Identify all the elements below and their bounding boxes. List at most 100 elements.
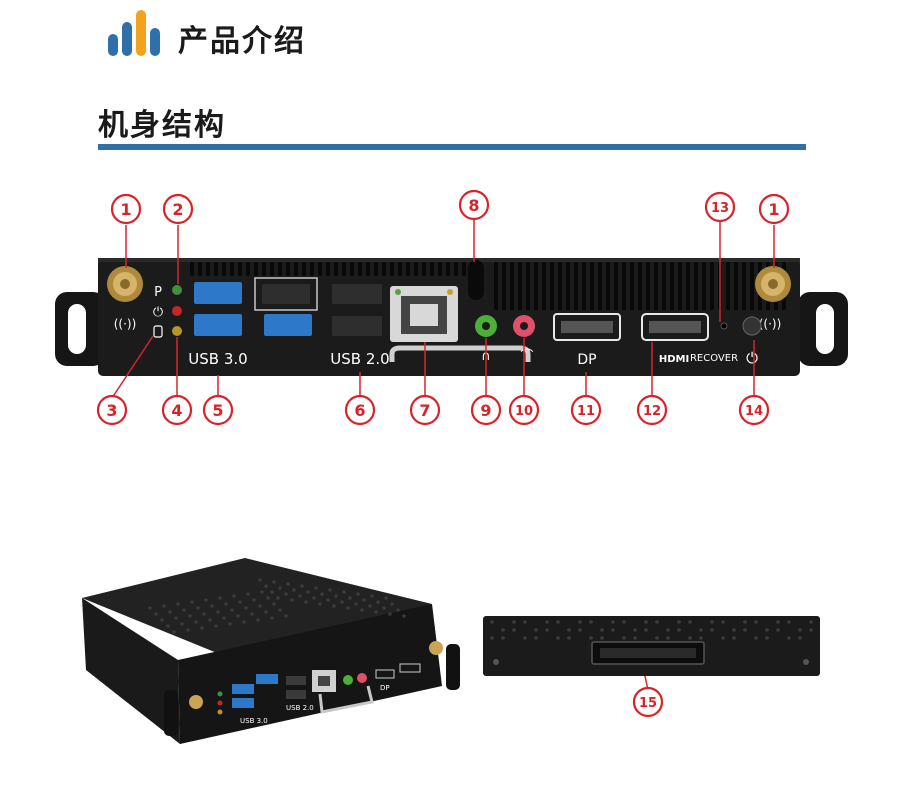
antenna-right: [755, 266, 791, 302]
vent-hole: [370, 594, 374, 598]
vent-hole: [264, 584, 268, 588]
vent-hole: [246, 592, 250, 596]
front-panel: ((·)) ((·)) P ⏻ USB 3.0 USB 2.0 ∩ ⌒: [55, 258, 848, 376]
vent-hole: [567, 628, 571, 632]
vent-slot: [678, 262, 682, 310]
vent-slot: [294, 262, 298, 276]
logo-bar: [122, 22, 132, 56]
vent-slot: [558, 262, 562, 310]
vent-slot: [350, 262, 354, 276]
callout-7: 7: [419, 401, 430, 420]
vent-slot: [574, 262, 578, 310]
vent-hole: [644, 628, 648, 632]
vent-hole: [326, 598, 330, 602]
vent-hole: [388, 612, 392, 616]
vent-hole: [545, 628, 549, 632]
vent-hole: [611, 628, 615, 632]
vent-slot: [302, 262, 306, 276]
vent-hole: [224, 602, 228, 606]
vent-hole: [340, 600, 344, 604]
vent-hole: [334, 594, 338, 598]
vent-hole: [256, 618, 260, 622]
vent-hole: [589, 636, 593, 640]
vent-hole: [354, 602, 358, 606]
callout-12: 12: [643, 404, 661, 419]
vent-hole: [556, 636, 560, 640]
vent-slot: [726, 262, 730, 310]
vent-hole: [710, 628, 714, 632]
vent-hole: [710, 620, 714, 624]
vent-hole: [314, 586, 318, 590]
vent-hole: [272, 580, 276, 584]
vent-hole: [196, 606, 200, 610]
vent-hole: [677, 620, 681, 624]
vent-hole: [236, 614, 240, 618]
vent-hole: [290, 598, 294, 602]
vent-hole: [754, 620, 758, 624]
vent-hole: [266, 596, 270, 600]
vent-hole: [578, 620, 582, 624]
callout-4: 4: [171, 401, 182, 420]
vent-hole: [699, 628, 703, 632]
chassis-front: [178, 604, 442, 744]
callout-14: 14: [745, 404, 763, 419]
vent-hole: [252, 598, 256, 602]
vent-hole: [160, 618, 164, 622]
vent-slot: [406, 262, 410, 276]
callout-5: 5: [212, 401, 223, 420]
section-divider: [98, 144, 806, 150]
vent-hole: [232, 594, 236, 598]
dp-label: DP: [577, 352, 596, 368]
vent-hole: [666, 636, 670, 640]
vent-slot: [750, 262, 754, 310]
usb3-port-top: [194, 282, 242, 304]
vent-hole: [218, 596, 222, 600]
vent-slot: [254, 262, 258, 276]
vent-hole: [176, 602, 180, 606]
vent-hole: [721, 636, 725, 640]
page-title: 产品介绍: [178, 24, 306, 59]
vent-hole: [677, 628, 681, 632]
vent-slot: [222, 262, 226, 276]
vent-hole: [567, 636, 571, 640]
iso-usb2-label: USB 2.0: [286, 704, 314, 712]
dp-port: [553, 313, 621, 341]
vent-slot: [502, 262, 506, 310]
vent-hole: [166, 624, 170, 628]
vent-slot: [670, 262, 674, 310]
vent-hole: [600, 636, 604, 640]
vent-hole: [202, 612, 206, 616]
vent-hole: [512, 620, 516, 624]
vent-hole: [611, 620, 615, 624]
brand-logo-icon: [108, 6, 164, 56]
vent-hole: [356, 592, 360, 596]
callout-1: 1: [120, 200, 131, 219]
vent-slot: [710, 262, 714, 310]
vent-slot: [238, 262, 242, 276]
vent-hole: [655, 620, 659, 624]
vent-hole: [765, 628, 769, 632]
vent-slot: [638, 262, 642, 310]
antenna-left: [107, 266, 143, 302]
callouts: 1 2 8 13 1 3 4 5 6 7 9 10 11 12 14 15: [96, 189, 790, 718]
vent-hole: [204, 598, 208, 602]
vent-hole: [162, 604, 166, 608]
vent-hole: [622, 636, 626, 640]
vent-slot: [614, 262, 618, 310]
vent-slot: [206, 262, 210, 276]
vent-slot: [430, 262, 434, 276]
power-button[interactable]: [742, 316, 762, 336]
vent-slot: [694, 262, 698, 310]
vent-slot: [630, 262, 634, 310]
vent-slot: [318, 262, 322, 276]
vent-hole: [306, 590, 310, 594]
vent-hole: [304, 600, 308, 604]
vent-hole: [776, 628, 780, 632]
vent-slot: [734, 262, 738, 310]
vent-hole: [523, 636, 527, 640]
vent-hole: [270, 616, 274, 620]
vent-hole: [332, 604, 336, 608]
vent-slot: [598, 262, 602, 310]
section-title: 机身结构: [98, 108, 226, 143]
